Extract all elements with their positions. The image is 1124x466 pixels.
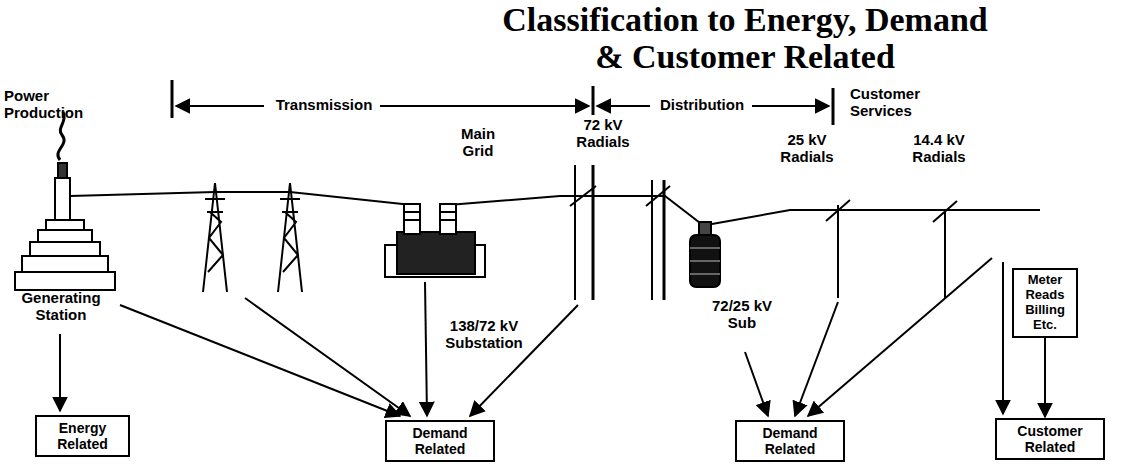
distribution-transformer	[690, 248, 720, 274]
span-arrow	[597, 105, 650, 107]
box-text: Energy Related	[41, 420, 124, 452]
generating-station	[15, 112, 115, 290]
generating-station	[46, 220, 84, 230]
section-divider	[592, 86, 595, 115]
generating-station	[55, 178, 70, 220]
generating-station	[58, 163, 67, 179]
span-arrow	[380, 105, 589, 107]
generating-station	[38, 230, 92, 242]
leader-arrow	[425, 282, 427, 416]
radial-pole	[663, 180, 666, 300]
transmission-tower	[278, 183, 302, 292]
service-box: Meter Reads Billing Etc.	[1012, 268, 1078, 338]
distribution-transformer	[699, 222, 711, 236]
box-text: Meter Reads Billing Etc.	[1018, 273, 1072, 333]
power-line	[70, 192, 412, 205]
part-label: Main Grid	[452, 126, 504, 160]
substation	[397, 232, 475, 274]
classification-box: Customer Related	[995, 418, 1105, 460]
radial-pole	[651, 180, 653, 300]
substation	[404, 212, 456, 220]
power-line	[712, 210, 1040, 224]
box-text: Customer Related	[1001, 423, 1099, 455]
transmission-tower	[203, 183, 302, 292]
generating-station	[22, 256, 108, 272]
classification-box: Demand Related	[385, 420, 495, 462]
part-label: Customer Services	[850, 86, 942, 120]
leader-arrow	[795, 302, 838, 416]
leader-arrow	[60, 258, 1003, 416]
generating-station	[30, 242, 100, 256]
leader-arrow	[245, 298, 410, 416]
transmission-tower	[203, 183, 227, 292]
distribution-transformer	[690, 235, 720, 287]
part-label: 72 kV Radials	[570, 117, 636, 151]
part-label: Generating Station	[5, 290, 117, 324]
radial-pole	[574, 165, 576, 300]
section-divider	[171, 80, 174, 118]
part-label: Transmission	[270, 97, 378, 114]
section-divider	[172, 80, 833, 125]
span-arrow	[752, 105, 829, 107]
radial-pole	[570, 165, 957, 300]
leader-arrow	[1002, 262, 1004, 414]
distribution-transformer	[690, 222, 720, 287]
part-label: Distribution	[654, 97, 750, 114]
classification-box: Demand Related	[735, 420, 845, 462]
leader-arrow	[745, 352, 768, 416]
part-label: Power Production	[4, 88, 104, 122]
part-label: 25 kV Radials	[776, 132, 838, 166]
box-text: Demand Related	[741, 425, 839, 457]
radial-pole	[944, 210, 946, 298]
connector-arrow	[1044, 338, 1046, 417]
substation	[385, 204, 485, 277]
span-arrow	[176, 105, 264, 107]
diagram-title: Classification to Energy, Demand & Custo…	[495, 2, 995, 75]
power-line	[70, 192, 1040, 226]
generating-station	[15, 272, 115, 290]
radial-pole	[592, 165, 595, 300]
leader-arrow	[120, 305, 400, 416]
leader-arrow	[59, 334, 61, 411]
part-label: 138/72 kV Substation	[438, 318, 530, 352]
radial-pole	[837, 205, 839, 298]
classification-box: Energy Related	[35, 415, 130, 457]
part-label: 72/25 kV Sub	[700, 298, 784, 332]
section-divider	[832, 88, 835, 125]
box-text: Demand Related	[391, 425, 489, 457]
leader-arrow	[808, 258, 992, 416]
radial-pole	[570, 186, 957, 222]
part-label: 14.4 kV Radials	[904, 132, 974, 166]
